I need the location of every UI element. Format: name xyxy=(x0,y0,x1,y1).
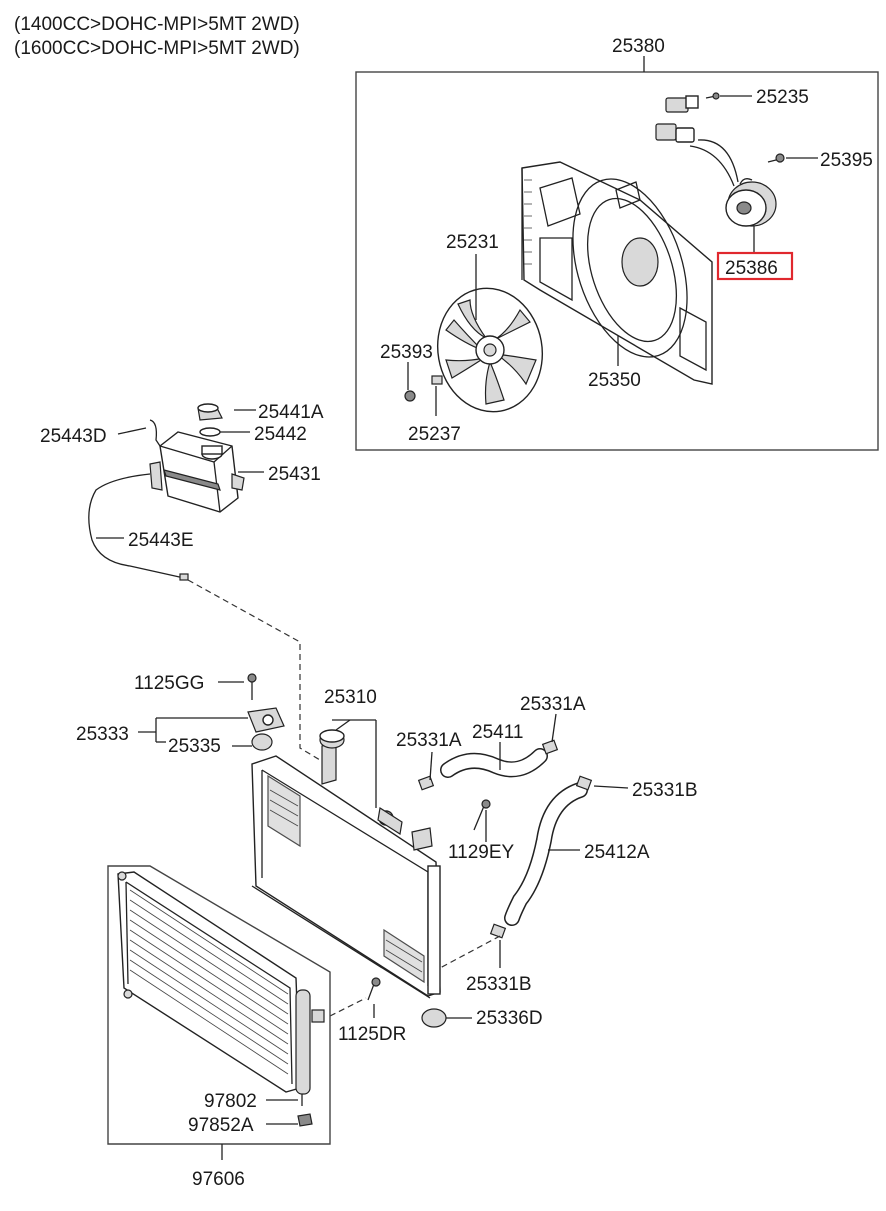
radiator[interactable] xyxy=(251,741,441,999)
part-label-97852A[interactable]: 97852A xyxy=(188,1115,254,1136)
bolt-1129EY[interactable] xyxy=(411,799,491,851)
part-label-25336D[interactable]: 25336D xyxy=(476,1008,543,1029)
nut-25393[interactable] xyxy=(404,390,416,402)
overflow-hose-25443E[interactable] xyxy=(88,473,189,581)
part-label-25333[interactable]: 25333 xyxy=(76,724,129,745)
upper-mount-bracket[interactable] xyxy=(247,707,285,733)
cap-oring[interactable] xyxy=(199,427,221,437)
part-label-25393[interactable]: 25393 xyxy=(380,342,433,363)
part-label-25442[interactable]: 25442 xyxy=(254,424,307,445)
part-label-97802[interactable]: 97802 xyxy=(204,1091,257,1112)
clip-25237[interactable] xyxy=(431,375,443,385)
drier-bracket[interactable] xyxy=(311,1009,325,1023)
cooling-fan-blade[interactable] xyxy=(428,280,552,420)
part-label-25386[interactable]: 25386 xyxy=(725,258,778,279)
bolt-1125DR[interactable] xyxy=(367,977,381,1001)
part-label-25331B-bot[interactable]: 25331B xyxy=(466,974,532,995)
engine-spec-line-2: (1600CC>DOHC-MPI>5MT 2WD) xyxy=(14,38,300,59)
part-label-25431[interactable]: 25431 xyxy=(268,464,321,485)
part-label-25411[interactable]: 25411 xyxy=(472,722,523,743)
screw-25235[interactable] xyxy=(705,92,720,100)
part-label-1125DR[interactable]: 1125DR xyxy=(338,1024,406,1045)
screw-25395[interactable] xyxy=(767,153,785,163)
bolt-1125GG[interactable] xyxy=(247,673,257,700)
part-label-25237[interactable]: 25237 xyxy=(408,424,461,445)
part-label-25350[interactable]: 25350 xyxy=(588,370,641,391)
engine-spec-line-1: (1400CC>DOHC-MPI>5MT 2WD) xyxy=(14,14,300,35)
lower-hose[interactable] xyxy=(489,775,593,939)
part-label-25335[interactable]: 25335 xyxy=(168,736,221,757)
receiver-drier[interactable] xyxy=(295,989,311,1106)
fan-shroud[interactable] xyxy=(521,161,713,385)
fan-assembly-frame xyxy=(355,71,879,451)
drain-plug-25336D[interactable] xyxy=(421,1008,447,1028)
part-label-1125GG[interactable]: 1125GG xyxy=(134,673,204,694)
upper-hose[interactable] xyxy=(417,739,559,791)
part-label-25331B-top[interactable]: 25331B xyxy=(632,780,698,801)
part-label-25395[interactable]: 25395 xyxy=(820,150,873,171)
part-label-25331A-mid[interactable]: 25331A xyxy=(396,730,462,751)
part-label-25331A-top[interactable]: 25331A xyxy=(520,694,586,715)
condenser[interactable] xyxy=(117,871,301,1093)
overflow-hose-25443D[interactable] xyxy=(149,419,161,447)
fan-connector[interactable] xyxy=(655,95,699,143)
part-label-25441A[interactable]: 25441A xyxy=(258,402,324,423)
part-label-25235[interactable]: 25235 xyxy=(756,87,809,108)
part-label-97606[interactable]: 97606 xyxy=(192,1169,245,1190)
part-label-25443E[interactable]: 25443E xyxy=(128,530,194,551)
radiator-cap[interactable] xyxy=(319,729,345,749)
part-label-25310[interactable]: 25310 xyxy=(324,687,377,708)
part-label-25443D[interactable]: 25443D xyxy=(40,426,107,447)
drier-cap-97852A[interactable] xyxy=(297,1113,313,1127)
part-label-25380[interactable]: 25380 xyxy=(612,36,665,57)
part-label-25412A[interactable]: 25412A xyxy=(584,842,650,863)
condenser-frame xyxy=(107,865,331,1145)
fan-motor[interactable] xyxy=(689,139,777,227)
reservoir-cap[interactable] xyxy=(197,403,223,421)
insulator-25335[interactable] xyxy=(251,733,273,751)
part-label-25231[interactable]: 25231 xyxy=(446,232,499,253)
part-label-1129EY[interactable]: 1129EY xyxy=(448,842,515,863)
highlight-25386 xyxy=(716,251,794,281)
coolant-reservoir[interactable] xyxy=(149,431,245,513)
